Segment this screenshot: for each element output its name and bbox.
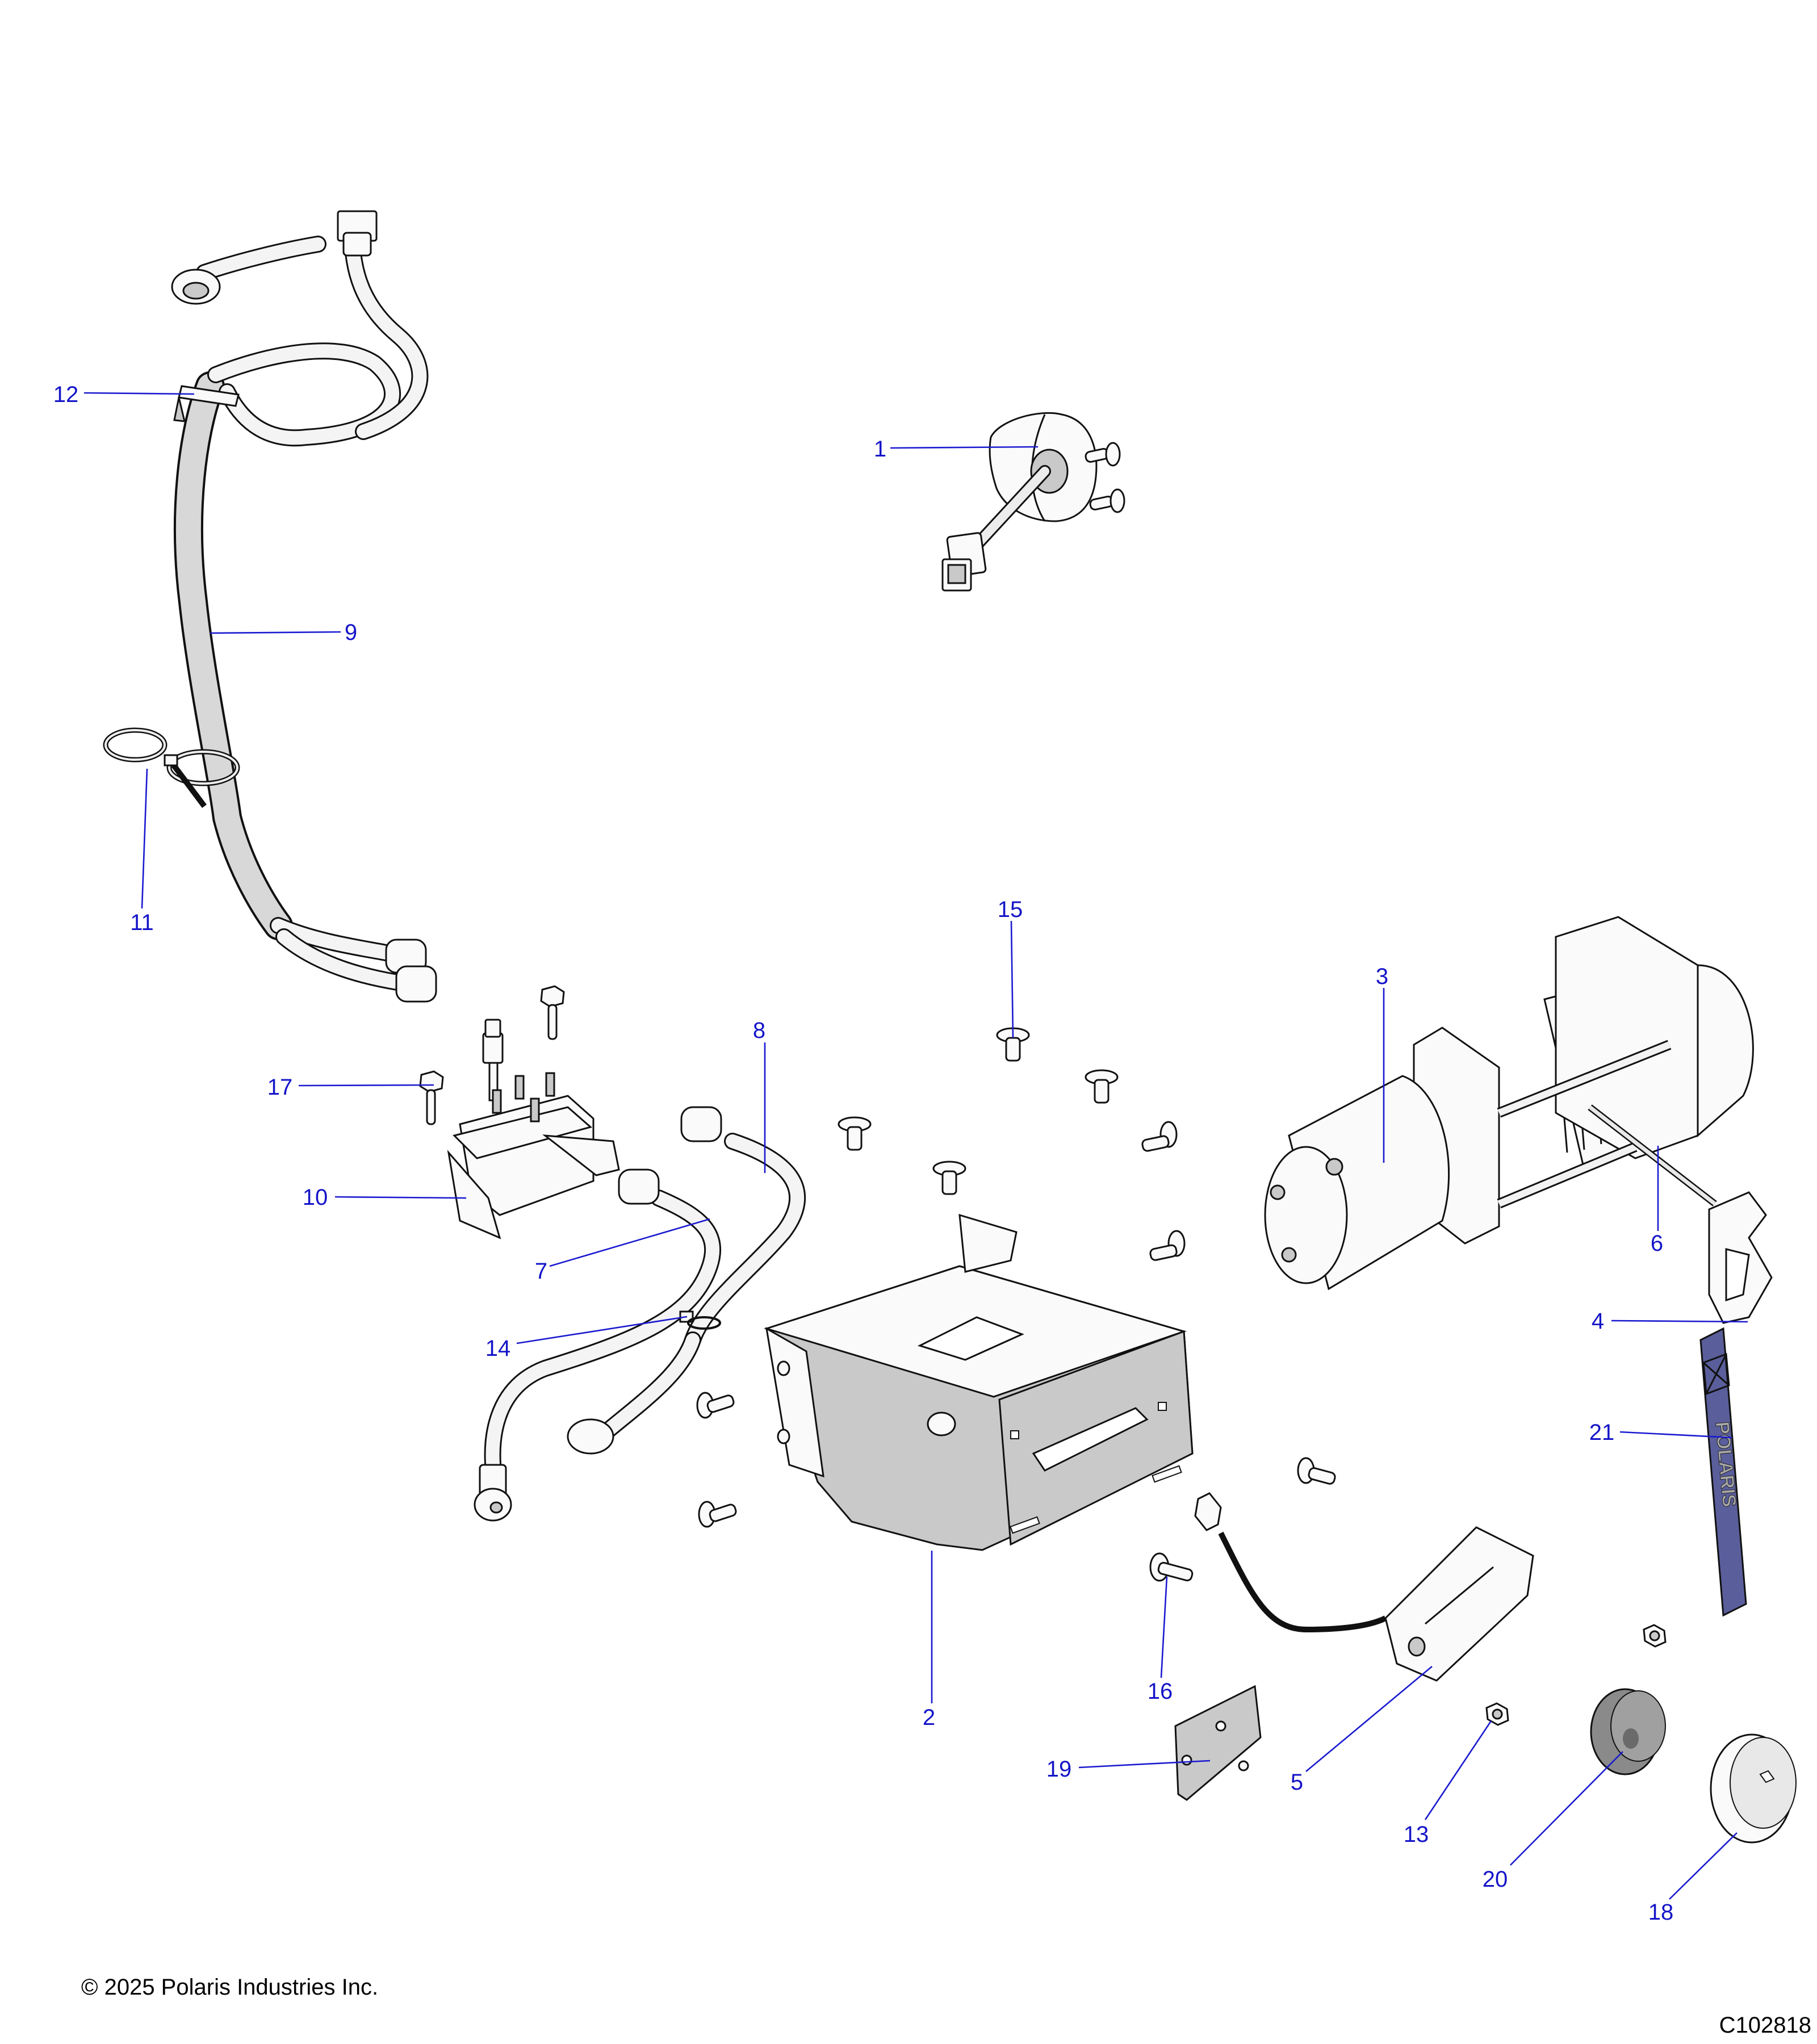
part-5-roller-fairlead[interactable] <box>1194 1492 1534 1682</box>
part-9-winch-harness[interactable] <box>171 210 437 1003</box>
part-11-cable-tie[interactable] <box>103 727 240 808</box>
part-6-winch-cable[interactable] <box>1588 1104 1717 1207</box>
callout-12[interactable]: 12 <box>53 382 79 407</box>
part-3-winch[interactable] <box>1264 916 1754 1291</box>
copyright-notice: © 2025 Polaris Industries Inc. <box>81 1975 379 2000</box>
callout-5[interactable]: 5 <box>1291 1770 1303 1795</box>
part-16-screw[interactable] <box>1149 1552 1194 1582</box>
part-12-push-in-clip[interactable] <box>173 385 240 422</box>
part-17-bolt[interactable] <box>419 1070 444 1125</box>
callout-10[interactable]: 10 <box>303 1185 328 1210</box>
part-21-decal[interactable]: POLARIS <box>1699 1327 1747 1617</box>
part-8-power-cable[interactable] <box>567 1106 806 1455</box>
part-20-rubber-stopper[interactable] <box>1590 1688 1666 1775</box>
part-1-winch-switch[interactable] <box>941 412 1125 592</box>
callout-17[interactable]: 17 <box>267 1075 293 1100</box>
part-13-nut[interactable] <box>1485 1702 1509 1726</box>
part-14-cable-tie[interactable] <box>679 1310 721 1330</box>
part-19-plate[interactable] <box>1174 1685 1262 1801</box>
bolt-upper <box>540 985 565 1040</box>
drawing-number: C102818 <box>1719 2013 1811 2038</box>
callout-2[interactable]: 2 <box>923 1705 935 1730</box>
leader-lines <box>83 392 1748 1900</box>
callout-15[interactable]: 15 <box>998 897 1023 922</box>
callout-14[interactable]: 14 <box>485 1336 511 1361</box>
callout-16[interactable]: 16 <box>1148 1679 1173 1704</box>
nut-upper <box>1643 1624 1667 1648</box>
callout-21[interactable]: 21 <box>1589 1420 1615 1445</box>
callout-8[interactable]: 8 <box>753 1018 765 1043</box>
switch-screw-lower <box>1089 488 1125 513</box>
callout-13[interactable]: 13 <box>1404 1822 1429 1847</box>
callout-11[interactable]: 11 <box>130 910 154 935</box>
part-2-winch-mount-bracket[interactable] <box>763 1213 1194 1551</box>
part-7-power-cable[interactable] <box>474 1168 721 1522</box>
callout-9[interactable]: 9 <box>345 620 357 645</box>
callout-20[interactable]: 20 <box>1483 1867 1508 1892</box>
callout-4[interactable]: 4 <box>1592 1309 1604 1334</box>
callout-1[interactable]: 1 <box>874 437 886 462</box>
part-15-screws[interactable] <box>696 1027 1336 1528</box>
callout-18[interactable]: 18 <box>1648 1900 1674 1925</box>
callout-19[interactable]: 19 <box>1046 1757 1072 1782</box>
part-4-winch-hook[interactable] <box>1708 1191 1773 1324</box>
callout-6[interactable]: 6 <box>1651 1231 1663 1256</box>
part-10-contactor[interactable] <box>447 1019 620 1239</box>
callout-7[interactable]: 7 <box>535 1259 547 1284</box>
part-18-hook-stopper[interactable] <box>1710 1733 1797 1844</box>
switch-screw-upper <box>1085 442 1121 467</box>
callout-3[interactable]: 3 <box>1376 964 1388 989</box>
callout-labels: 1 2 3 4 5 6 7 8 9 10 11 12 13 14 15 16 1… <box>53 382 1674 1925</box>
